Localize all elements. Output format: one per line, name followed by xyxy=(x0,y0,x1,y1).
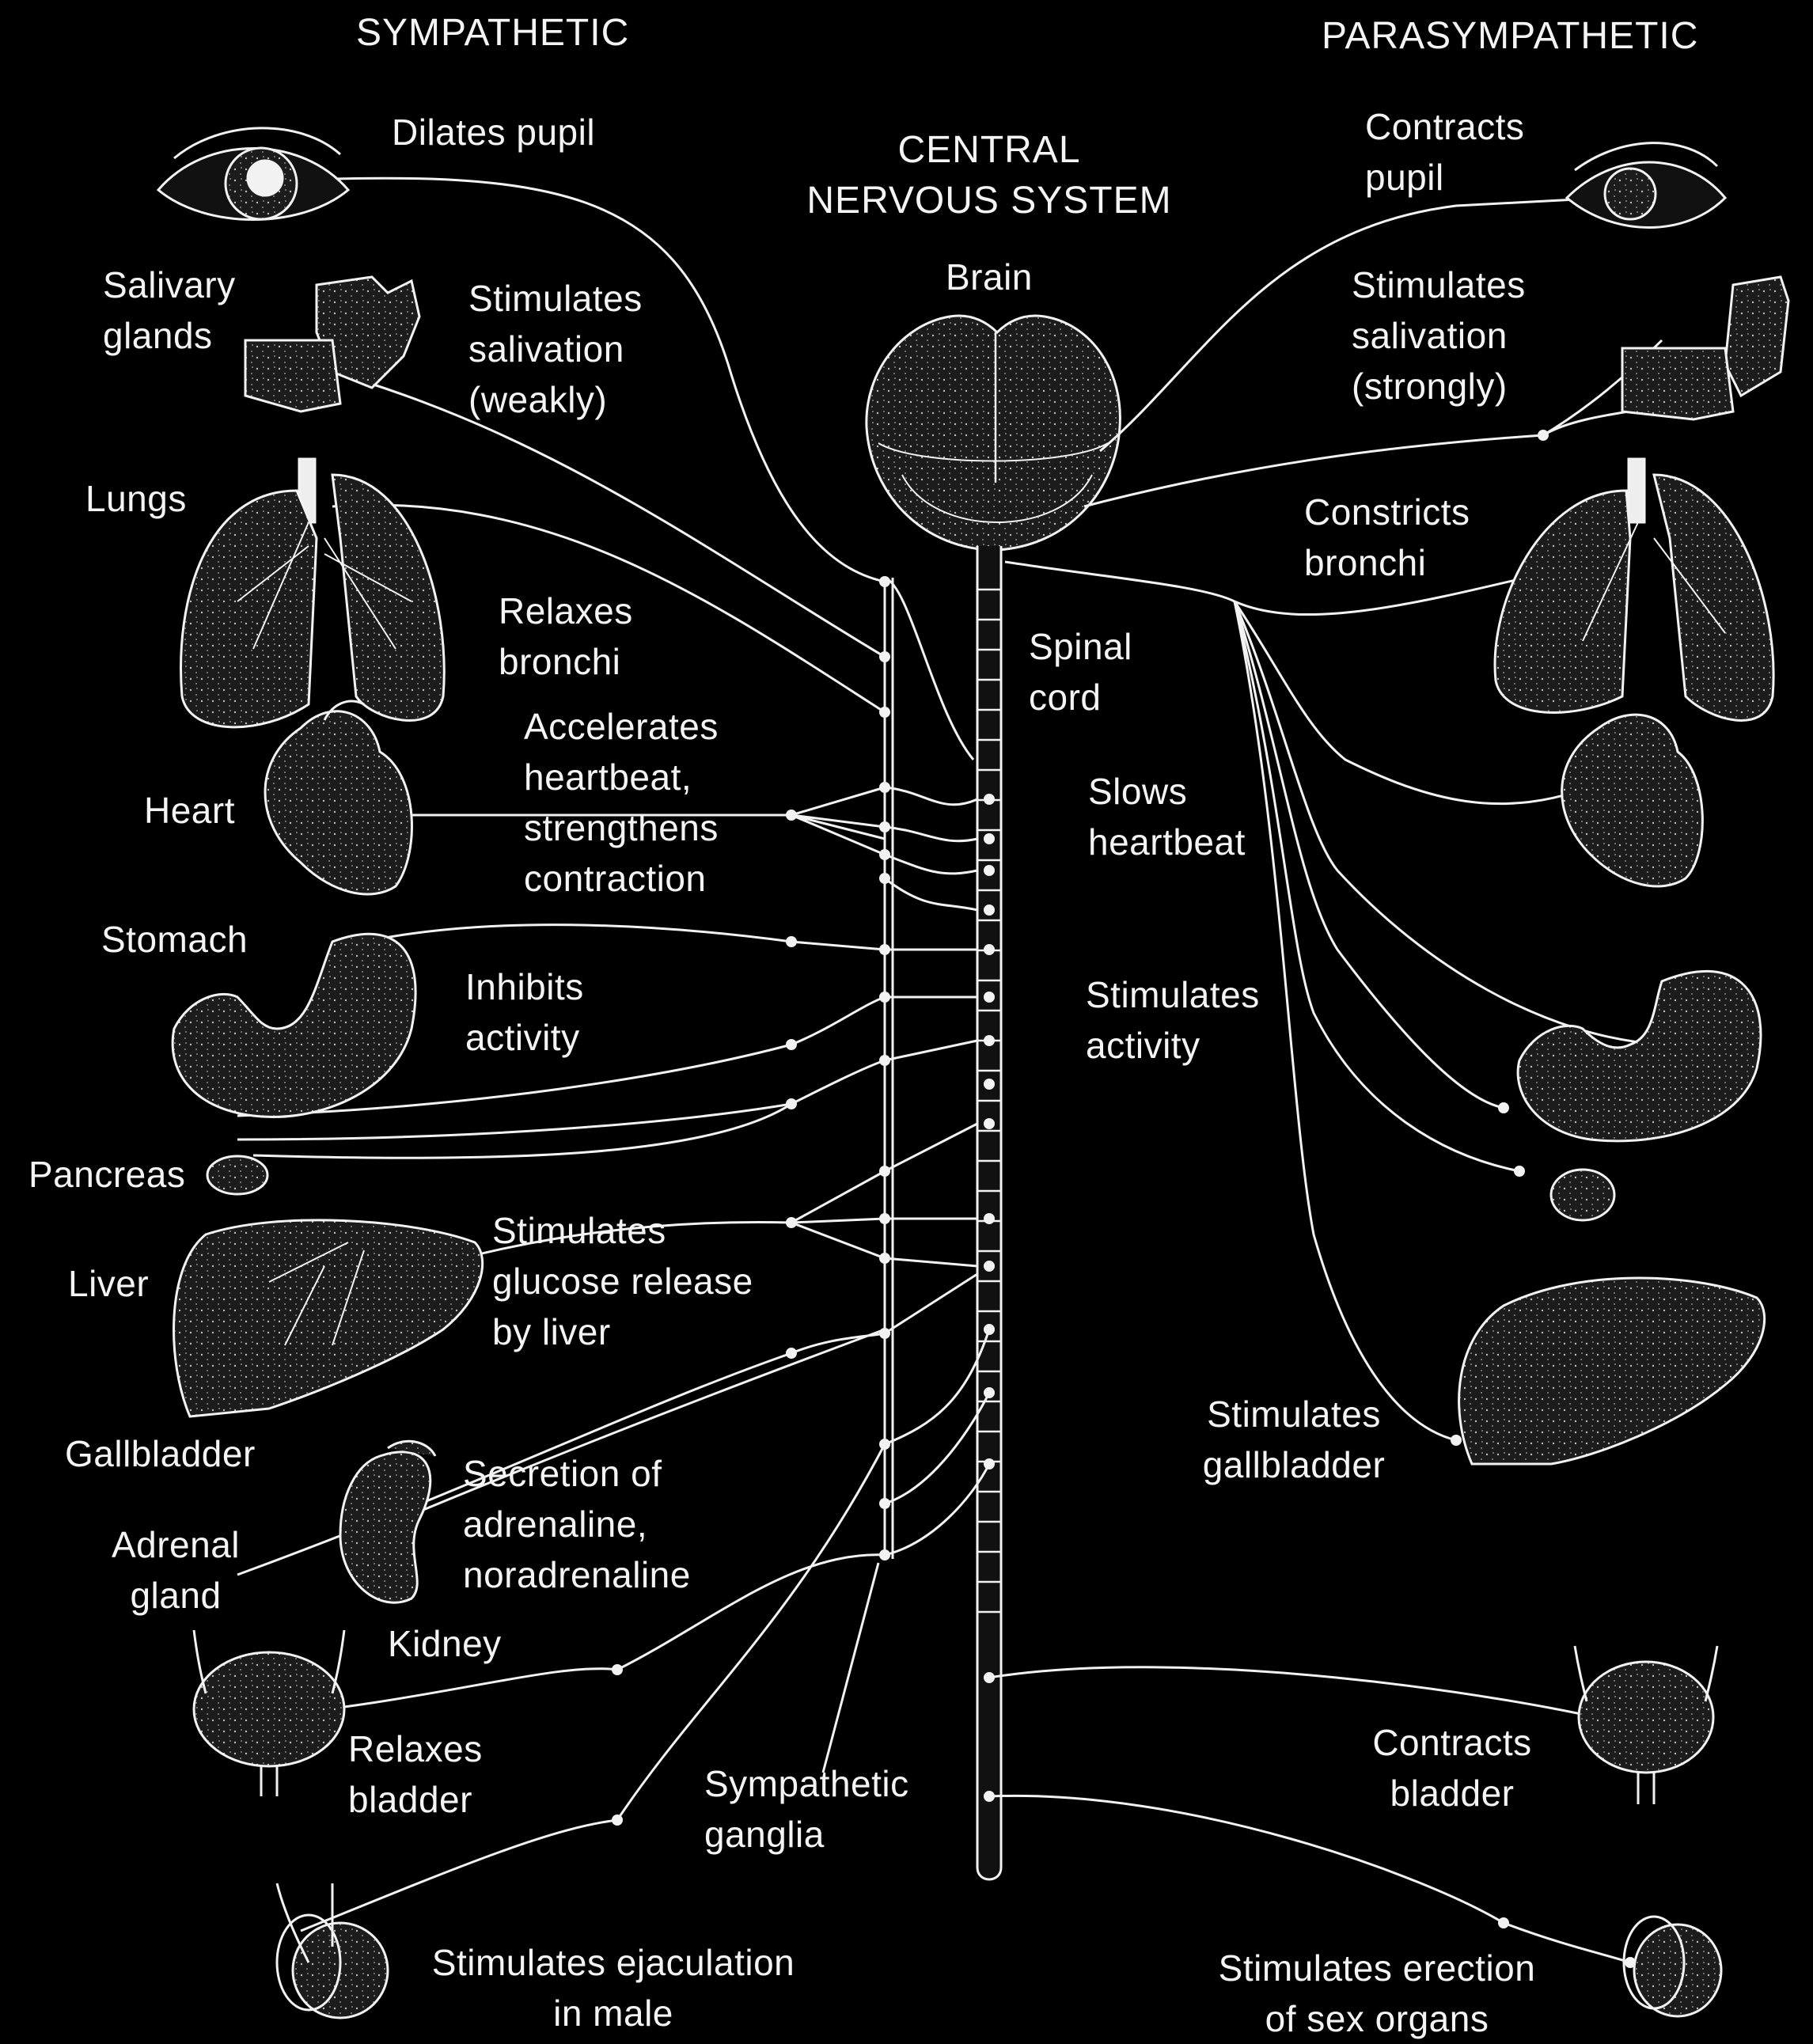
eye-icon-right xyxy=(1567,143,1725,228)
brain-label: Brain xyxy=(946,252,1033,302)
salivary-glands-label: Salivary glands xyxy=(103,260,236,361)
pancreas-icon xyxy=(207,1156,267,1194)
lungs-icon-right xyxy=(1495,459,1773,720)
lungs-icon xyxy=(181,459,445,727)
stimulates-activity-label: Stimulates activity xyxy=(1086,969,1260,1071)
liver-label: Liver xyxy=(68,1258,149,1309)
gallbladder-label: Gallbladder xyxy=(65,1428,256,1479)
adrenal-gland-label: Adrenal gland xyxy=(97,1519,255,1621)
stimulates-ejaculation-label: Stimulates ejaculation in male xyxy=(396,1937,831,2038)
bladder-icon xyxy=(194,1630,344,1796)
stomach-label: Stomach xyxy=(101,914,248,965)
heart-icon xyxy=(265,701,412,894)
stimulates-salivation-weakly-label: Stimulates salivation (weakly) xyxy=(468,273,643,425)
relaxes-bronchi-label: Relaxes bronchi xyxy=(499,586,633,687)
slows-heartbeat-label: Slows heartbeat xyxy=(1088,766,1246,867)
liver-icon xyxy=(174,1220,483,1416)
kidney-label: Kidney xyxy=(388,1618,502,1669)
dilates-pupil-label: Dilates pupil xyxy=(392,107,595,157)
relaxes-bladder-label: Relaxes bladder xyxy=(348,1724,483,1825)
heart-icon-right xyxy=(1562,715,1703,886)
contracts-pupil-label: Contracts pupil xyxy=(1365,101,1524,203)
heart-label: Heart xyxy=(144,785,235,836)
stimulates-salivation-strongly-label: Stimulates salivation (strongly) xyxy=(1352,260,1526,411)
secretion-adrenaline-label: Secretion of adrenaline, noradrenaline xyxy=(463,1448,691,1600)
stimulates-erection-label: Stimulates erection of sex organs xyxy=(1187,1943,1567,2044)
kidney-icon xyxy=(340,1441,435,1602)
cns-heading: CENTRAL NERVOUS SYSTEM xyxy=(791,125,1187,226)
brain-icon xyxy=(867,316,1121,550)
stomach-icon-right xyxy=(1518,971,1761,1220)
spinal-cord-label: Spinal cord xyxy=(1029,621,1132,722)
pancreas-label: Pancreas xyxy=(28,1149,185,1200)
stimulates-glucose-label: Stimulates glucose release by liver xyxy=(492,1205,753,1357)
salivary-gland-icon-right xyxy=(1622,277,1788,419)
sympathetic-chain xyxy=(885,578,973,1559)
lungs-label: Lungs xyxy=(85,473,187,524)
accelerates-heartbeat-label: Accelerates heartbeat, strengthens contr… xyxy=(524,701,719,904)
contracts-bladder-label: Contracts bladder xyxy=(1361,1717,1543,1818)
male-reproductive-icon xyxy=(277,1883,388,2018)
constricts-bronchi-label: Constricts bronchi xyxy=(1304,487,1470,588)
parasympathetic-heading: PARASYMPATHETIC xyxy=(1322,11,1698,62)
male-reproductive-icon-right xyxy=(1624,1917,1721,2016)
sympathetic-ganglia-label: Sympathetic ganglia xyxy=(704,1758,909,1860)
inhibits-activity-label: Inhibits activity xyxy=(465,961,584,1063)
stimulates-gallbladder-label: Stimulates gallbladder xyxy=(1179,1389,1409,1490)
eye-icon xyxy=(158,128,348,220)
bladder-icon-right xyxy=(1575,1646,1717,1804)
sympathetic-heading: SYMPATHETIC xyxy=(356,8,629,59)
liver-icon-right xyxy=(1459,1278,1765,1464)
